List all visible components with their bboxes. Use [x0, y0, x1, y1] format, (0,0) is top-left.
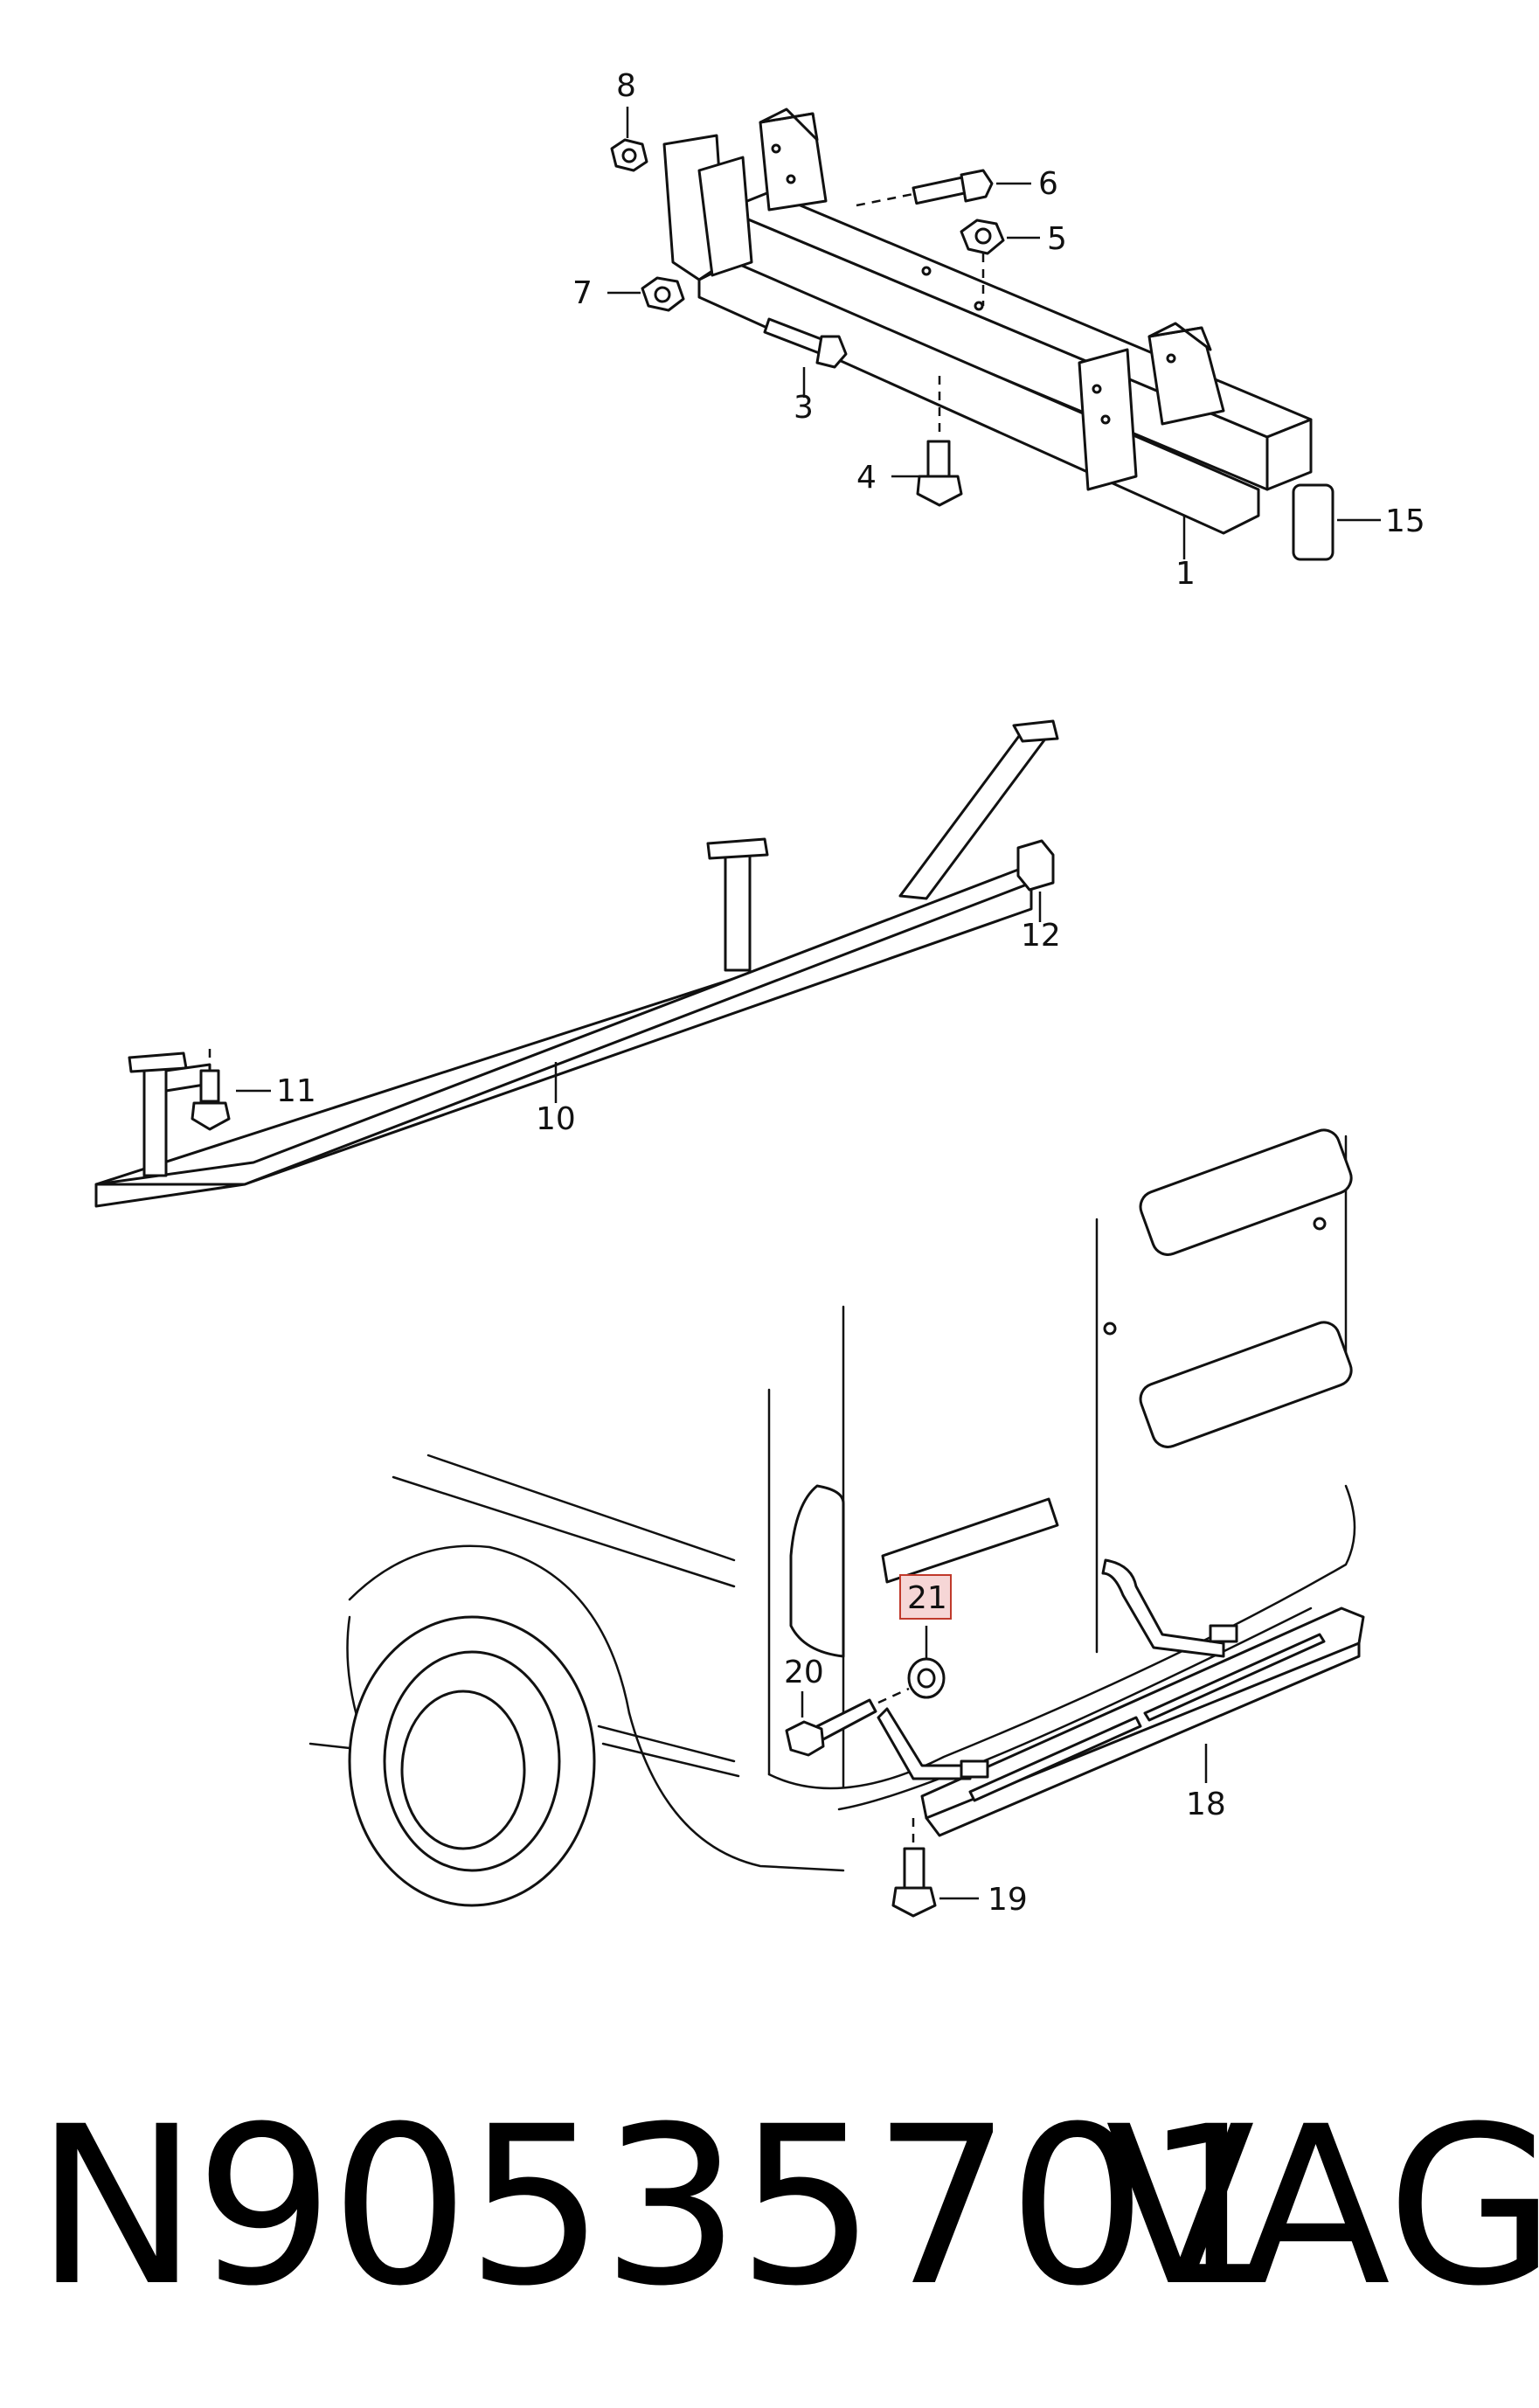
callout-11: 11	[276, 1073, 316, 1109]
callout-3: 3	[794, 390, 814, 426]
bolt-part-3	[763, 317, 848, 398]
side-rail-assembly	[94, 719, 1059, 1208]
washer-part-21	[899, 1574, 952, 1699]
nut-part-8	[610, 107, 648, 172]
bolt-part-6	[856, 169, 1031, 207]
side-rail-center-post	[724, 850, 752, 972]
diagonal-strut-tab	[1012, 719, 1059, 743]
side-rail-left-post	[142, 1060, 168, 1177]
rail-cap-part-12	[1016, 839, 1055, 922]
bolt-part-19	[891, 1818, 979, 1918]
end-cap-part-15	[1292, 483, 1381, 561]
callout-8: 8	[616, 68, 636, 104]
bolt-part-11	[191, 1049, 271, 1131]
callout-21: 21	[907, 1580, 947, 1616]
nut-part-7	[607, 276, 685, 312]
callout-5: 5	[1047, 221, 1067, 257]
callout-4: 4	[856, 460, 877, 496]
callout-6: 6	[1038, 166, 1058, 202]
flange-nut-part-5	[960, 219, 1040, 306]
callout-18: 18	[1186, 1787, 1226, 1822]
running-board-part-18	[877, 1558, 1365, 1837]
callout-19: 19	[988, 1882, 1028, 1918]
bolt-part-4	[891, 376, 963, 507]
cross-member-assembly	[662, 108, 1313, 535]
bolt-part-20	[785, 1687, 910, 1757]
callout-12: 12	[1021, 918, 1061, 954]
vehicle-outline	[308, 1128, 1356, 1907]
callout-10: 10	[536, 1101, 576, 1137]
callout-7: 7	[572, 275, 593, 311]
right-upper-plate	[1147, 326, 1225, 426]
cross-member-beam-end	[1265, 418, 1313, 491]
callout-1: 1	[1175, 556, 1196, 592]
callout-15: 15	[1385, 503, 1425, 539]
center-post-tab	[706, 837, 769, 860]
brand-name: VAG	[1106, 2079, 1539, 2334]
left-mount-plate	[697, 156, 753, 277]
left-upper-ear	[759, 108, 819, 142]
parts-diagram: 8 6 5 7 3 4 15 1 12 11 10 21 20 18 19	[94, 68, 1425, 1918]
part-number: N90535701	[35, 2079, 1282, 2334]
right-upper-ear	[1147, 322, 1212, 351]
highlight-box-21	[899, 1574, 952, 1620]
callout-20: 20	[784, 1655, 824, 1690]
side-rail-beam-top	[94, 868, 1033, 1186]
